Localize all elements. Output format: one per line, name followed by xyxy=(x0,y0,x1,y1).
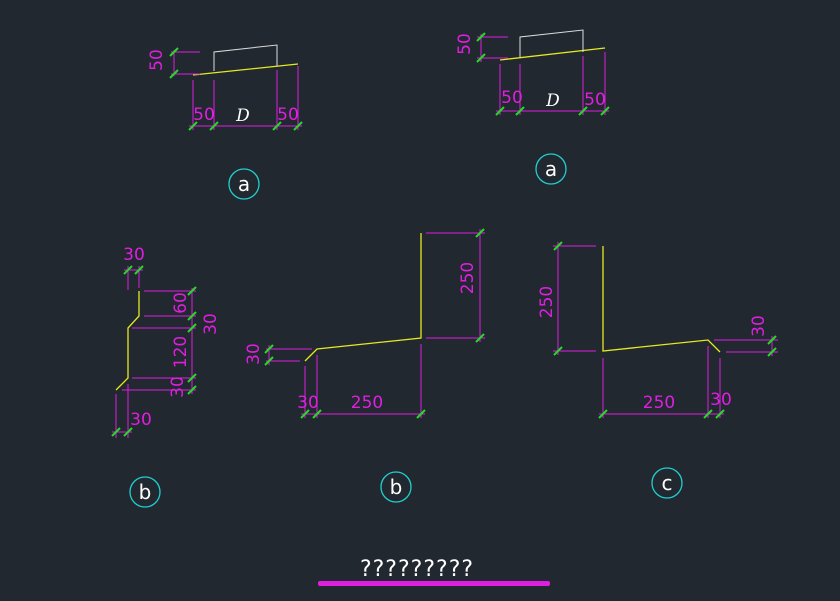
title-underline xyxy=(318,581,550,586)
dim-bottom-small: 30 xyxy=(297,393,319,413)
dim-bottom-right: 50 xyxy=(584,90,606,110)
dim-bottom-right: 50 xyxy=(277,105,299,125)
profile-line xyxy=(304,233,422,362)
dim-bottom-left: 50 xyxy=(193,105,215,125)
dim-bottom-left: 50 xyxy=(501,88,523,108)
dim-bottom: 250 xyxy=(351,393,383,413)
detail-a-left: 50 50 D 50 a xyxy=(147,44,303,200)
detail-bubble xyxy=(228,168,260,200)
detail-b-left: 30 60 30 120 30 30 b xyxy=(111,245,221,508)
dim-bottom: 250 xyxy=(643,393,675,413)
dim-120: 120 xyxy=(171,336,191,368)
detail-bubble xyxy=(129,476,161,508)
detail-label: b xyxy=(139,480,152,504)
profile-line xyxy=(192,63,299,76)
dim-bottom: 30 xyxy=(130,410,152,430)
profile-top xyxy=(213,44,278,71)
dim-left: 30 xyxy=(244,343,264,365)
dim-left: 250 xyxy=(537,286,557,318)
dim-right: 30 xyxy=(749,315,769,337)
detail-b-middle: 250 30 30 250 b xyxy=(244,228,485,503)
profile-line xyxy=(499,47,606,61)
detail-label: b xyxy=(390,475,403,499)
detail-label: a xyxy=(545,157,557,181)
drawing-title: ????????? xyxy=(318,557,550,586)
dim-span: D xyxy=(545,91,560,111)
detail-bubble xyxy=(380,471,412,503)
detail-a-right: 50 50 D 50 a xyxy=(455,29,610,185)
dim-left: 50 xyxy=(147,49,167,71)
profile-top xyxy=(519,29,584,57)
dim-60: 60 xyxy=(171,292,191,314)
dim-30b: 30 xyxy=(168,376,188,398)
detail-label: a xyxy=(238,172,250,196)
title-text: ????????? xyxy=(360,557,474,582)
dim-30a: 30 xyxy=(201,313,221,335)
dim-span: D xyxy=(235,106,250,126)
detail-c: 250 30 250 30 c xyxy=(537,241,778,499)
detail-bubble xyxy=(651,467,683,499)
detail-label: c xyxy=(662,471,673,495)
profile-line xyxy=(115,291,140,391)
detail-bubble xyxy=(535,153,567,185)
dim-top: 30 xyxy=(123,245,145,265)
dim-right: 250 xyxy=(458,262,478,294)
dim-bottom-small: 30 xyxy=(710,390,732,410)
dim-left: 50 xyxy=(455,33,475,55)
profile-line xyxy=(602,246,721,353)
